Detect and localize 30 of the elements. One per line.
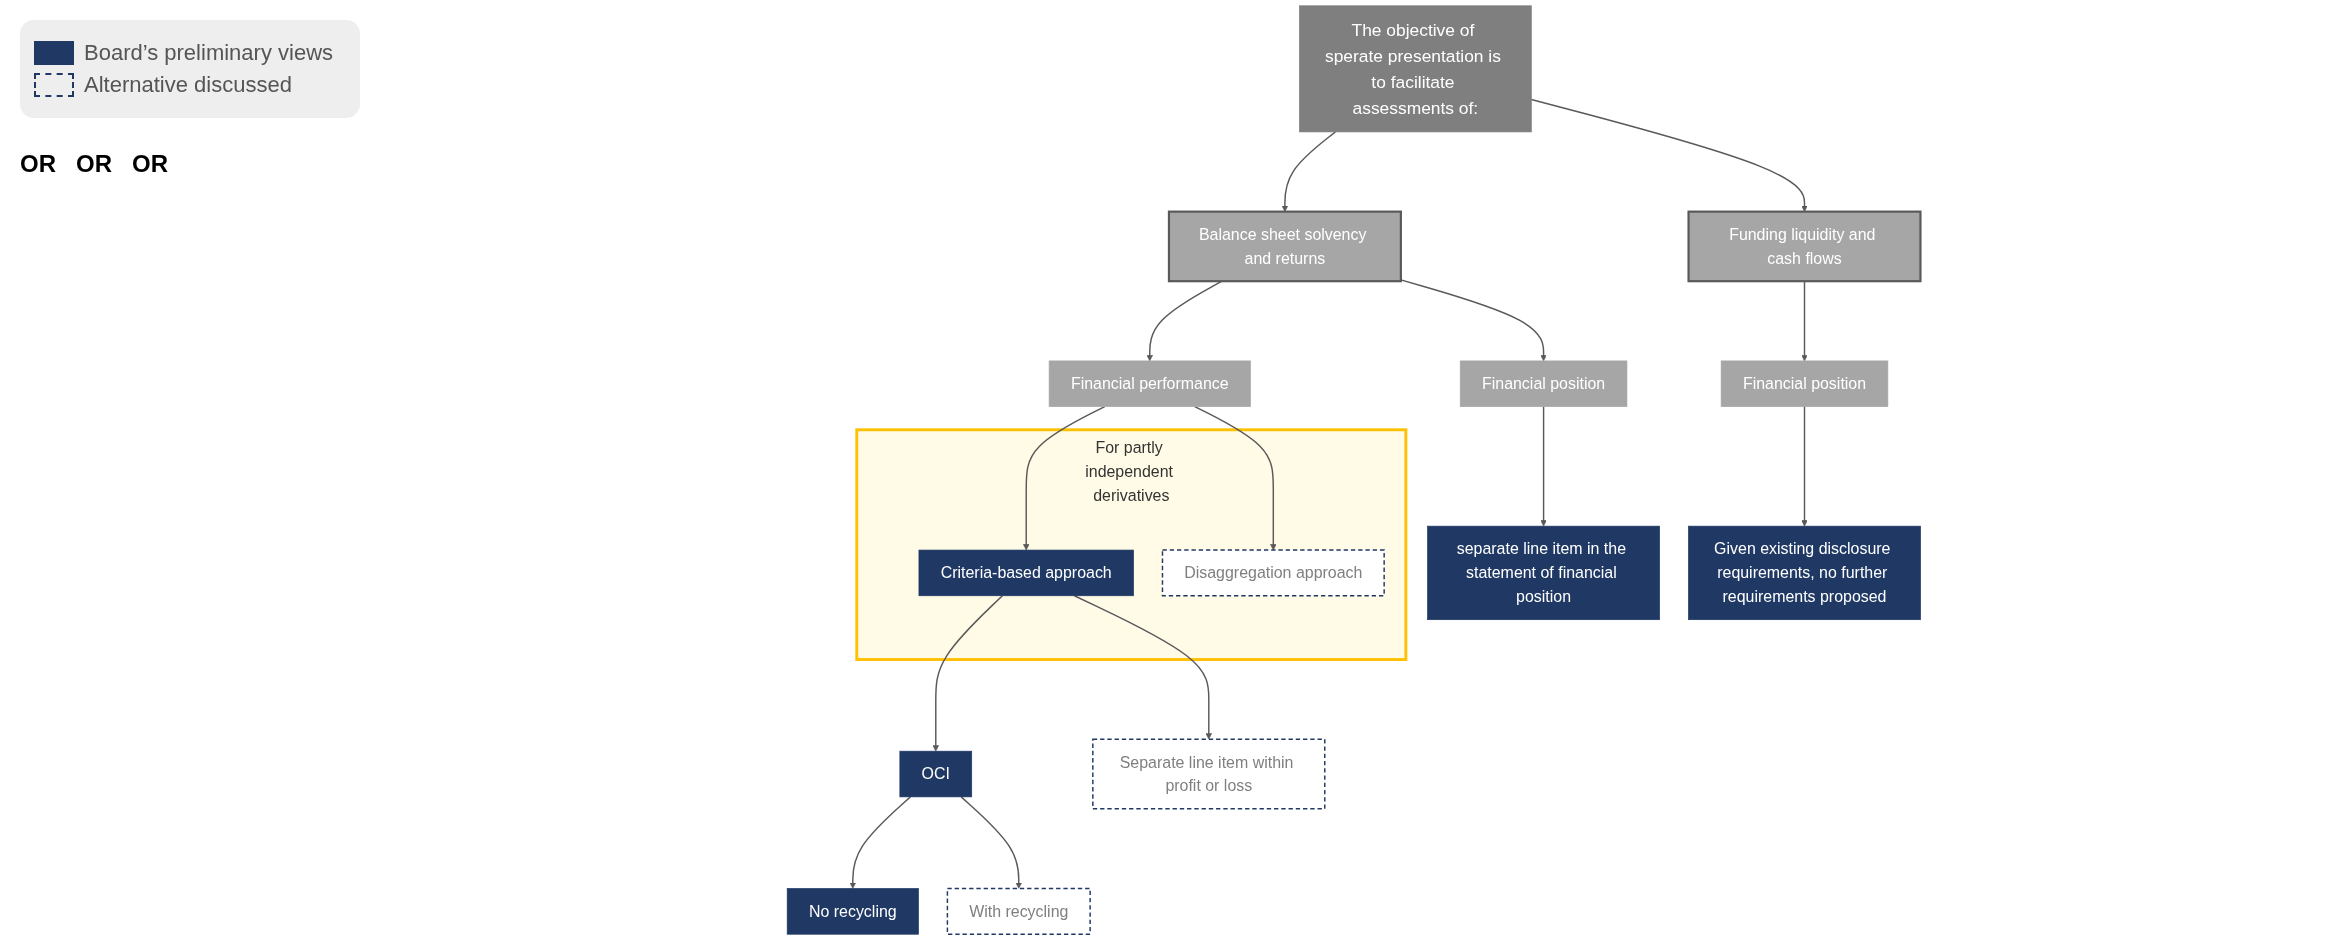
arrow — [1540, 405, 1547, 527]
node-box: Funding liquidity and cash flows — [1687, 210, 1922, 283]
arrow — [849, 796, 912, 889]
node-box: With recycling — [946, 887, 1091, 935]
node-box: Separate line item within profit or loss — [1092, 738, 1326, 810]
arrow — [1023, 405, 1106, 551]
node-box: Financial position — [1460, 360, 1628, 407]
node-box: The objective of sperate presentation is to facilitate assessments of: — [1299, 5, 1532, 133]
node-box: Financial performance — [1048, 360, 1251, 407]
arrow — [960, 796, 1023, 889]
arrow — [1530, 98, 1808, 212]
arrow — [1801, 405, 1808, 527]
node-box: Given existing disclosure requirements, no further requirements proposed — [1688, 525, 1921, 620]
arrow — [1194, 405, 1277, 551]
arrow — [1400, 279, 1547, 362]
legend-text: Alternative discussed — [84, 72, 292, 98]
legend-text: Board’s preliminary views — [84, 40, 333, 66]
node-box: Criteria-based approach — [918, 549, 1134, 597]
node-box: Financial position — [1720, 360, 1889, 407]
arrow — [932, 595, 1004, 752]
or-label: OR — [132, 150, 168, 178]
arrow — [1073, 595, 1213, 740]
node-box: separate line item in the statement of financial position — [1427, 525, 1661, 620]
node-box: Disaggregation approach — [1161, 549, 1386, 597]
node-box: OCI — [899, 750, 973, 798]
arrow — [1281, 131, 1337, 212]
node-box: Balance sheet solvency and returns — [1168, 210, 1403, 283]
node-box: No recycling — [787, 888, 919, 935]
or-label: OR — [76, 150, 112, 178]
or-label: OR — [20, 150, 56, 178]
